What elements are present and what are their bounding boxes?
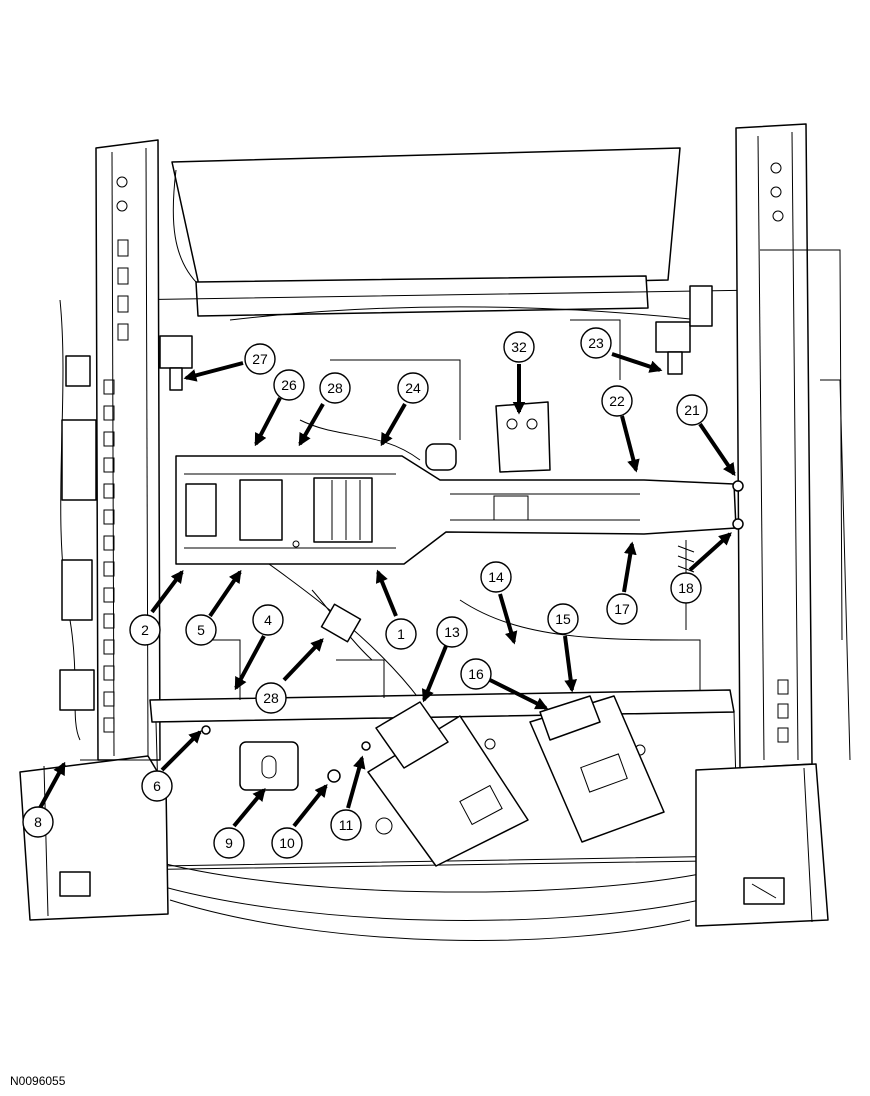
leader-14 (498, 593, 518, 645)
callout-label: 10 (279, 835, 295, 851)
leader-10 (292, 784, 328, 828)
callout-label: 14 (488, 569, 504, 585)
callout-6: 6 (141, 770, 173, 802)
left-rail-slots (103, 176, 129, 733)
callout-label: 32 (511, 339, 527, 355)
leader-28-bottom (282, 638, 324, 682)
callout-label: 5 (197, 622, 205, 638)
callout-10: 10 (271, 827, 303, 859)
leader-1 (375, 569, 398, 617)
leader-17 (622, 541, 637, 593)
leader-13 (421, 645, 448, 703)
callout-17: 17 (606, 593, 638, 625)
leader-18 (688, 532, 732, 572)
callout-label: 22 (609, 393, 625, 409)
callout-1: 1 (385, 618, 417, 650)
leader-2 (150, 569, 184, 614)
callout-27: 27 (244, 343, 276, 375)
leader-5 (208, 569, 242, 618)
leader-22 (620, 415, 640, 473)
callout-label: 8 (34, 814, 42, 830)
figure-id-label: N0096055 (10, 1074, 66, 1088)
callout-15: 15 (547, 603, 579, 635)
seat-structure-drawing (19, 123, 851, 941)
callout-4: 4 (252, 604, 284, 636)
leader-8 (38, 761, 66, 809)
callout-14: 14 (480, 561, 512, 593)
callout-label: 21 (684, 402, 700, 418)
leader-23 (611, 352, 663, 373)
callout-label: 27 (252, 351, 268, 367)
callout-18: 18 (670, 572, 702, 604)
leader-4 (234, 635, 266, 691)
callout-label: 15 (555, 611, 571, 627)
callout-label: 17 (614, 601, 630, 617)
leader-28-top (298, 403, 325, 447)
callout-28-bottom: 28 (255, 682, 287, 714)
callout-11: 11 (330, 809, 362, 841)
callout-label: 23 (588, 335, 604, 351)
leader-9 (232, 788, 266, 828)
callout-21: 21 (676, 394, 708, 426)
callout-13: 13 (436, 616, 468, 648)
callout-16: 16 (460, 658, 492, 690)
callout-22: 22 (601, 385, 633, 417)
callout-label: 1 (397, 626, 405, 642)
leader-27 (183, 361, 244, 382)
callout-label: 13 (444, 624, 460, 640)
leader-11 (346, 755, 366, 809)
leader-6 (160, 730, 202, 772)
leader-16 (489, 678, 549, 710)
leader-26 (254, 397, 282, 447)
cross-member-blocks (185, 477, 529, 548)
callout-label: 18 (678, 580, 694, 596)
callout-9: 9 (213, 827, 245, 859)
callout-2: 2 (129, 614, 161, 646)
callout-32: 32 (503, 331, 535, 363)
callout-label: 26 (281, 377, 297, 393)
leader-24 (380, 403, 407, 447)
leader-21 (698, 422, 736, 477)
callout-28-top: 28 (319, 372, 351, 404)
leader-arrows (38, 352, 736, 828)
callout-label: 24 (405, 380, 421, 396)
callout-5: 5 (185, 614, 217, 646)
callout-23: 23 (580, 327, 612, 359)
callout-label: 2 (141, 622, 149, 638)
callout-label: 28 (327, 380, 343, 396)
callout-8: 8 (22, 806, 54, 838)
callout-label: 11 (339, 817, 354, 833)
leader-15 (563, 635, 578, 693)
callout-label: 6 (153, 778, 161, 794)
callout-label: 9 (225, 835, 233, 851)
callout-label: 28 (263, 690, 279, 706)
callout-label: 4 (264, 612, 272, 628)
callout-24: 24 (397, 372, 429, 404)
callout-26: 26 (273, 369, 305, 401)
callout-label: 16 (468, 666, 484, 682)
